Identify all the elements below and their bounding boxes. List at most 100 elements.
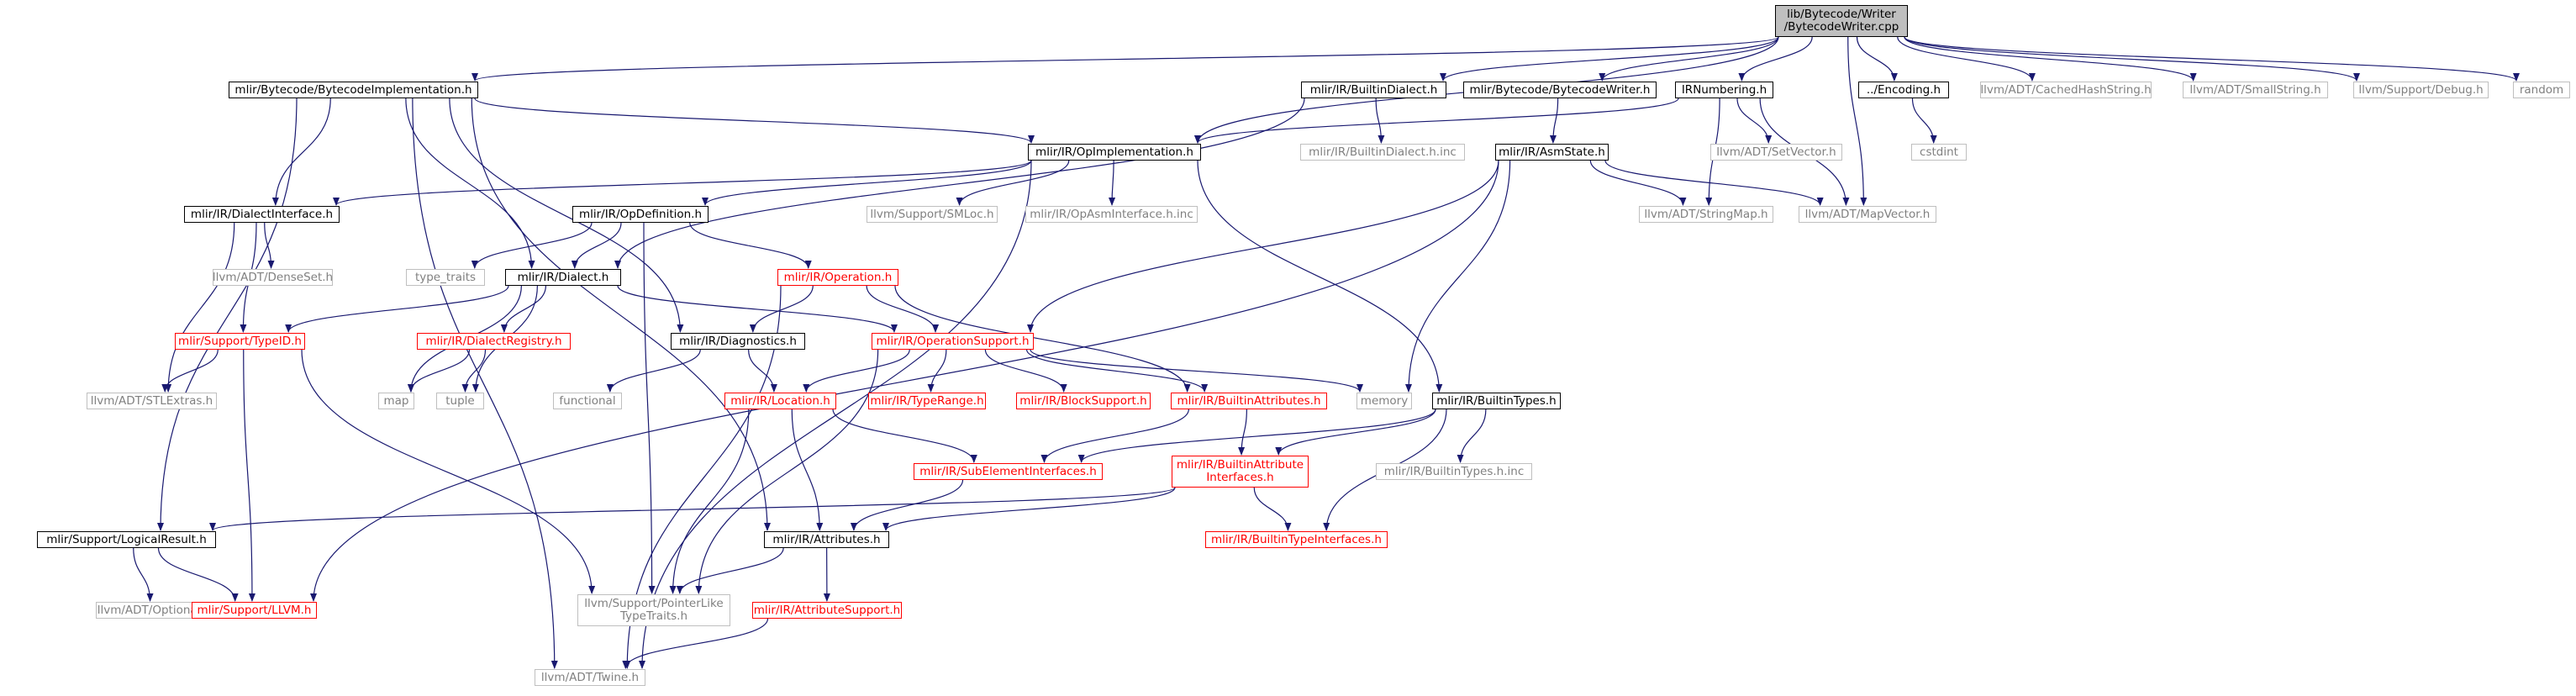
edge-dialect-h-to-dialect-registry-h — [500, 285, 546, 333]
node-bytecode-writer-h[interactable]: mlir/Bytecode/BytecodeWriter.h — [1463, 82, 1657, 98]
node-type-range-h[interactable]: mlir/IR/TypeRange.h — [868, 393, 986, 409]
edge-bytecode-implementation-h-to-op-implementation-h — [474, 98, 1035, 144]
node-memory: memory — [1356, 393, 1412, 409]
node-dialect-h[interactable]: mlir/IR/Dialect.h — [505, 269, 621, 286]
edge-ir-numbering-h-to-set-vector-h — [1736, 98, 1773, 144]
node-cached-hash-string-h: llvm/ADT/CachedHashString.h — [1980, 82, 2152, 98]
node-dialect-registry-h[interactable]: mlir/IR/DialectRegistry.h — [417, 333, 571, 350]
node-encoding-h[interactable]: ../Encoding.h — [1858, 82, 1949, 98]
edge-operation-support-h-to-memory — [1030, 349, 1363, 393]
node-builtin-attributes-h[interactable]: mlir/IR/BuiltinAttributes.h — [1171, 393, 1327, 409]
edge-operation-h-to-diagnostics-h — [749, 285, 814, 333]
edge-op-implementation-h-to-op-definition-h — [702, 160, 1032, 206]
edge-sub-element-interfaces-h-to-attributes-h — [850, 479, 964, 531]
edge-op-implementation-h-to-dialect-interface-h — [333, 160, 1032, 206]
edge-bytecode-writer-cpp-to-bytecode-implementation-h — [471, 36, 1779, 82]
node-sm-loc-h: llvm/Support/SMLoc.h — [867, 206, 998, 223]
edge-builtin-attribute-interfaces-h-to-logical-result-h — [209, 487, 1176, 531]
edge-builtin-dialect-h-to-builtin-dialect-h-inc — [1375, 98, 1385, 144]
node-location-h[interactable]: mlir/IR/Location.h — [724, 393, 836, 409]
edge-bytecode-writer-cpp-to-debug-h — [1904, 36, 2360, 82]
edge-op-implementation-h-to-sm-loc-h — [956, 160, 1070, 206]
edge-dialect-interface-h-to-stl-extras-h — [165, 222, 235, 393]
edge-asm-state-h-to-support-llvm-h — [310, 160, 1499, 602]
edge-op-implementation-h-to-op-asm-interface-h-inc — [1109, 160, 1116, 206]
edge-dialect-registry-h-to-map — [407, 349, 471, 393]
node-attribute-support-h[interactable]: mlir/IR/AttributeSupport.h — [752, 602, 902, 619]
edge-location-h-to-pointer-like-type-traits-h — [669, 409, 750, 594]
edge-builtin-attributes-h-to-builtin-attribute-interfaces-h — [1238, 409, 1247, 456]
edge-bytecode-implementation-h-to-logical-result-h — [157, 98, 298, 531]
edge-dialect-interface-h-to-dense-set-h — [264, 222, 275, 269]
edge-bytecode-implementation-h-to-dialect-h — [405, 98, 535, 269]
edge-type-id-h-to-stl-extras-h — [161, 349, 219, 393]
node-type-id-h[interactable]: mlir/Support/TypeID.h — [175, 333, 305, 350]
node-builtin-types-h[interactable]: mlir/IR/BuiltinTypes.h — [1432, 393, 1561, 409]
edge-builtin-attributes-h-to-sub-element-interfaces-h — [1040, 409, 1189, 463]
node-type-traits: type_traits — [406, 269, 485, 286]
node-dialect-interface-h[interactable]: mlir/IR/DialectInterface.h — [184, 206, 340, 223]
edge-asm-state-h-to-memory — [1405, 160, 1511, 393]
edge-bytecode-writer-cpp-to-cached-hash-string-h — [1897, 36, 2036, 82]
edge-op-definition-h-to-type-traits — [471, 222, 593, 269]
node-bytecode-implementation-h[interactable]: mlir/Bytecode/BytecodeImplementation.h — [229, 82, 478, 98]
edge-operation-h-to-operation-support-h — [866, 285, 940, 333]
node-asm-state-h[interactable]: mlir/IR/AsmState.h — [1495, 144, 1609, 161]
edge-bytecode-writer-h-to-asm-state-h — [1549, 98, 1559, 144]
edge-location-h-to-attributes-h — [791, 409, 824, 531]
edge-dialect-h-to-operation-support-h — [617, 285, 898, 333]
node-op-definition-h[interactable]: mlir/IR/OpDefinition.h — [572, 206, 709, 223]
edge-bytecode-writer-cpp-to-map-vector-h — [1847, 36, 1867, 206]
edge-bytecode-implementation-h-to-attributes-h — [471, 98, 771, 531]
node-builtin-types-h-inc: mlir/IR/BuiltinTypes.h.inc — [1376, 463, 1532, 480]
edge-encoding-h-to-cstdint — [1911, 98, 1937, 144]
edge-asm-state-h-to-string-map-h — [1589, 160, 1687, 206]
node-stl-extras-h: llvm/ADT/STLExtras.h — [87, 393, 217, 409]
edge-asm-state-h-to-map-vector-h — [1604, 160, 1824, 206]
edge-logical-result-h-to-optional-h — [133, 547, 154, 602]
edge-op-implementation-h-to-twine-h — [639, 160, 1032, 669]
node-pointer-like-type-traits-h: llvm/Support/PointerLike TypeTraits.h — [577, 594, 730, 626]
edge-operation-support-h-to-builtin-attributes-h — [1026, 349, 1209, 393]
node-builtin-dialect-h[interactable]: mlir/IR/BuiltinDialect.h — [1301, 82, 1446, 98]
edge-location-h-to-sub-element-interfaces-h — [832, 409, 977, 463]
edge-bytecode-writer-cpp-to-encoding-h — [1856, 36, 1898, 82]
edge-attribute-support-h-to-twine-h — [622, 618, 769, 669]
node-op-implementation-h[interactable]: mlir/IR/OpImplementation.h — [1028, 144, 1201, 161]
edge-bytecode-writer-cpp-to-builtin-dialect-h — [1440, 36, 1779, 82]
edge-bytecode-writer-cpp-to-small-string-h — [1904, 36, 2197, 82]
node-builtin-attribute-interfaces-h[interactable]: mlir/IR/BuiltinAttribute Interfaces.h — [1172, 456, 1309, 488]
node-random: random — [2513, 82, 2570, 98]
edge-builtin-types-h-to-builtin-types-h-inc — [1457, 409, 1487, 463]
edge-bytecode-implementation-h-to-dialect-interface-h — [271, 98, 331, 206]
edge-builtin-types-h-to-builtin-attribute-interfaces-h — [1275, 409, 1436, 456]
node-attributes-h[interactable]: mlir/IR/Attributes.h — [764, 531, 889, 548]
edge-diagnostics-h-to-location-h — [748, 349, 777, 393]
node-diagnostics-h[interactable]: mlir/IR/Diagnostics.h — [671, 333, 805, 350]
node-builtin-type-interfaces-h[interactable]: mlir/IR/BuiltinTypeInterfaces.h — [1205, 531, 1388, 548]
node-dense-set-h: llvm/ADT/DenseSet.h — [213, 269, 333, 286]
node-optional-h: llvm/ADT/Optional.h — [96, 602, 213, 619]
edge-bytecode-implementation-h-to-diagnostics-h — [449, 98, 684, 333]
edge-operation-h-to-builtin-attributes-h — [894, 285, 1191, 393]
edge-type-id-h-to-support-llvm-h — [243, 349, 255, 602]
node-functional: functional — [553, 393, 622, 409]
node-sub-element-interfaces-h[interactable]: mlir/IR/SubElementInterfaces.h — [914, 463, 1103, 480]
node-string-map-h: llvm/ADT/StringMap.h — [1639, 206, 1773, 223]
node-block-support-h[interactable]: mlir/IR/BlockSupport.h — [1016, 393, 1151, 409]
edge-asm-state-h-to-operation-support-h — [1027, 160, 1499, 333]
node-set-vector-h: llvm/ADT/SetVector.h — [1710, 144, 1842, 161]
edge-operation-support-h-to-block-support-h — [984, 349, 1067, 393]
node-logical-result-h[interactable]: mlir/Support/LogicalResult.h — [37, 531, 216, 548]
node-operation-support-h[interactable]: mlir/IR/OperationSupport.h — [872, 333, 1034, 350]
node-map: map — [378, 393, 414, 409]
node-operation-h[interactable]: mlir/IR/Operation.h — [777, 269, 898, 286]
node-map-vector-h: llvm/ADT/MapVector.h — [1799, 206, 1936, 223]
node-ir-numbering-h[interactable]: IRNumbering.h — [1675, 82, 1773, 98]
edge-builtin-attribute-interfaces-h-to-builtin-type-interfaces-h — [1253, 487, 1292, 531]
edge-logical-result-h-to-support-llvm-h — [157, 547, 239, 602]
edge-attributes-h-to-pointer-like-type-traits-h — [676, 547, 784, 594]
node-support-llvm-h[interactable]: mlir/Support/LLVM.h — [192, 602, 317, 619]
edge-diagnostics-h-to-functional — [606, 349, 701, 393]
